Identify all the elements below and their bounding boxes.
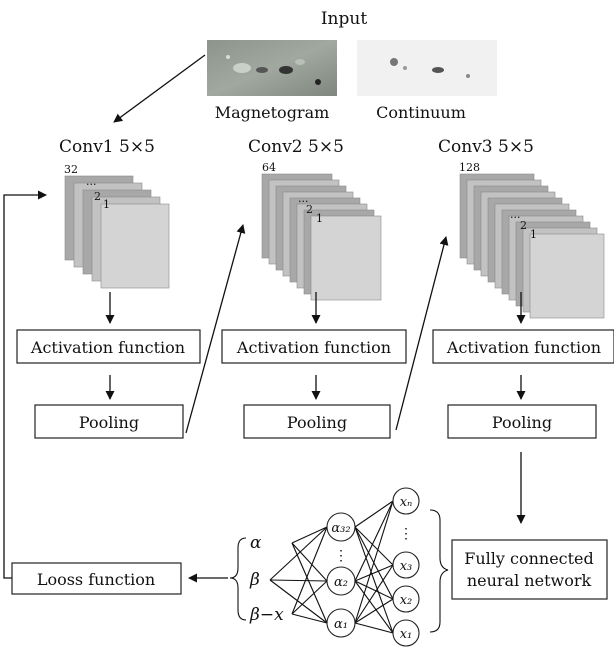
hidden-to-output-edge xyxy=(354,622,394,634)
activation-function-box-2 xyxy=(221,329,407,364)
hidden-to-output-edge xyxy=(354,526,394,634)
hidden-to-output-edge xyxy=(354,526,394,566)
magnetogram-image xyxy=(207,40,337,96)
output-node-3 xyxy=(392,551,420,579)
input-to-hidden-edge xyxy=(269,579,328,624)
input-to-hidden-edge xyxy=(291,542,328,582)
conv2-label: Conv2 5×5 xyxy=(248,137,344,157)
conv2-stack-1: 1 xyxy=(316,212,323,225)
conv2-stack-dots: ··· xyxy=(298,195,309,208)
activation-function-box-1 xyxy=(16,329,201,364)
pooling-box-1 xyxy=(34,404,184,439)
left-brace xyxy=(229,537,247,621)
hidden-node-1 xyxy=(326,608,356,638)
hidden-to-output-edge xyxy=(354,598,394,624)
pooling-label-3: Pooling xyxy=(492,413,552,432)
output-node-3-label: x₃ xyxy=(400,559,413,574)
conv3-label: Conv3 5×5 xyxy=(438,137,534,157)
input-to-hidden-edge xyxy=(291,526,328,615)
input-to-hidden-edge xyxy=(291,580,328,615)
hidden-to-output-edge xyxy=(354,500,394,582)
feature-map-layer xyxy=(529,233,605,319)
input-to-hidden-edge xyxy=(291,542,328,624)
output-node-2 xyxy=(392,585,420,613)
conv1-stack-top: 32 xyxy=(64,163,78,176)
conv1-stack-dots: ··· xyxy=(86,178,97,191)
conv1-stack-1: 1 xyxy=(103,198,110,211)
output-node-1 xyxy=(392,619,420,647)
hidden-dots: ⋮ xyxy=(334,548,348,564)
arrow-pooling1-to-conv2 xyxy=(185,224,246,434)
output-dots: ⋮ xyxy=(399,526,413,542)
fcnn-label-line2: neural network xyxy=(467,571,592,590)
network-connections xyxy=(269,500,394,634)
conv3-stack-1: 1 xyxy=(530,228,537,241)
conv2-stack-top: 64 xyxy=(262,161,276,174)
conv2-stack-2: 2 xyxy=(306,203,313,216)
feature-map-layer xyxy=(100,203,170,289)
loss-function-box xyxy=(11,562,182,595)
conv1-feature-maps xyxy=(64,175,170,289)
output-node-2-label: x₂ xyxy=(400,593,413,608)
conv2-feature-maps xyxy=(261,173,382,301)
activation-function-label-3: Activation function xyxy=(446,338,601,357)
activation-function-label-2: Activation function xyxy=(236,338,391,357)
arrow-pooling2-to-conv3 xyxy=(395,236,449,431)
continuum-label: Continuum xyxy=(376,103,466,122)
continuum-image xyxy=(357,40,497,96)
conv1-stack-2: 2 xyxy=(94,190,101,203)
pooling-box-2 xyxy=(243,404,391,439)
fcnn-label-line1: Fully connected xyxy=(464,549,594,568)
pooling-label-2: Pooling xyxy=(287,413,347,432)
input-title: Input xyxy=(321,9,367,29)
feature-map-layer xyxy=(310,215,382,301)
input-to-hidden-edge xyxy=(291,613,328,624)
hidden-to-output-edge xyxy=(354,500,394,624)
pooling-label-1: Pooling xyxy=(79,413,139,432)
arrow-loss-feedback-to-conv1 xyxy=(3,190,47,579)
conv1-label: Conv1 5×5 xyxy=(59,137,155,157)
hidden-node-2 xyxy=(326,566,356,596)
hidden-to-output-edge xyxy=(354,564,394,624)
activation-function-box-3 xyxy=(432,329,614,364)
arrow-input-to-conv1 xyxy=(113,54,206,123)
activation-function-label-1: Activation function xyxy=(30,338,185,357)
input-to-hidden-edge xyxy=(291,526,328,544)
input-to-hidden-edge xyxy=(269,526,328,581)
loss-function-label: Looss function xyxy=(37,570,155,589)
hidden-to-output-edge xyxy=(354,580,394,634)
hidden-node-32-label: α₃₂ xyxy=(331,521,350,536)
param-beta: β xyxy=(249,570,260,590)
fcnn-box xyxy=(451,539,608,600)
input-to-hidden-edge xyxy=(269,579,328,582)
output-node-n xyxy=(392,487,420,515)
conv3-stack-dots: ··· xyxy=(510,211,521,224)
right-brace xyxy=(429,509,449,633)
hidden-to-output-edge xyxy=(354,564,394,582)
param-beta-minus-x: β−x xyxy=(249,605,284,625)
output-node-n-label: xₙ xyxy=(400,495,413,510)
hidden-node-2-label: α₂ xyxy=(334,575,348,590)
magnetogram-label: Magnetogram xyxy=(215,103,330,122)
conv3-stack-top: 128 xyxy=(459,161,480,174)
pooling-box-3 xyxy=(447,404,597,439)
hidden-node-1-label: α₁ xyxy=(334,617,348,632)
param-alpha: α xyxy=(250,533,262,553)
output-node-1-label: x₁ xyxy=(400,627,413,642)
hidden-node-32 xyxy=(326,512,356,542)
conv3-feature-maps xyxy=(459,173,605,319)
conv3-stack-2: 2 xyxy=(520,219,527,232)
hidden-to-output-edge xyxy=(354,580,394,600)
hidden-to-output-edge xyxy=(354,500,394,528)
